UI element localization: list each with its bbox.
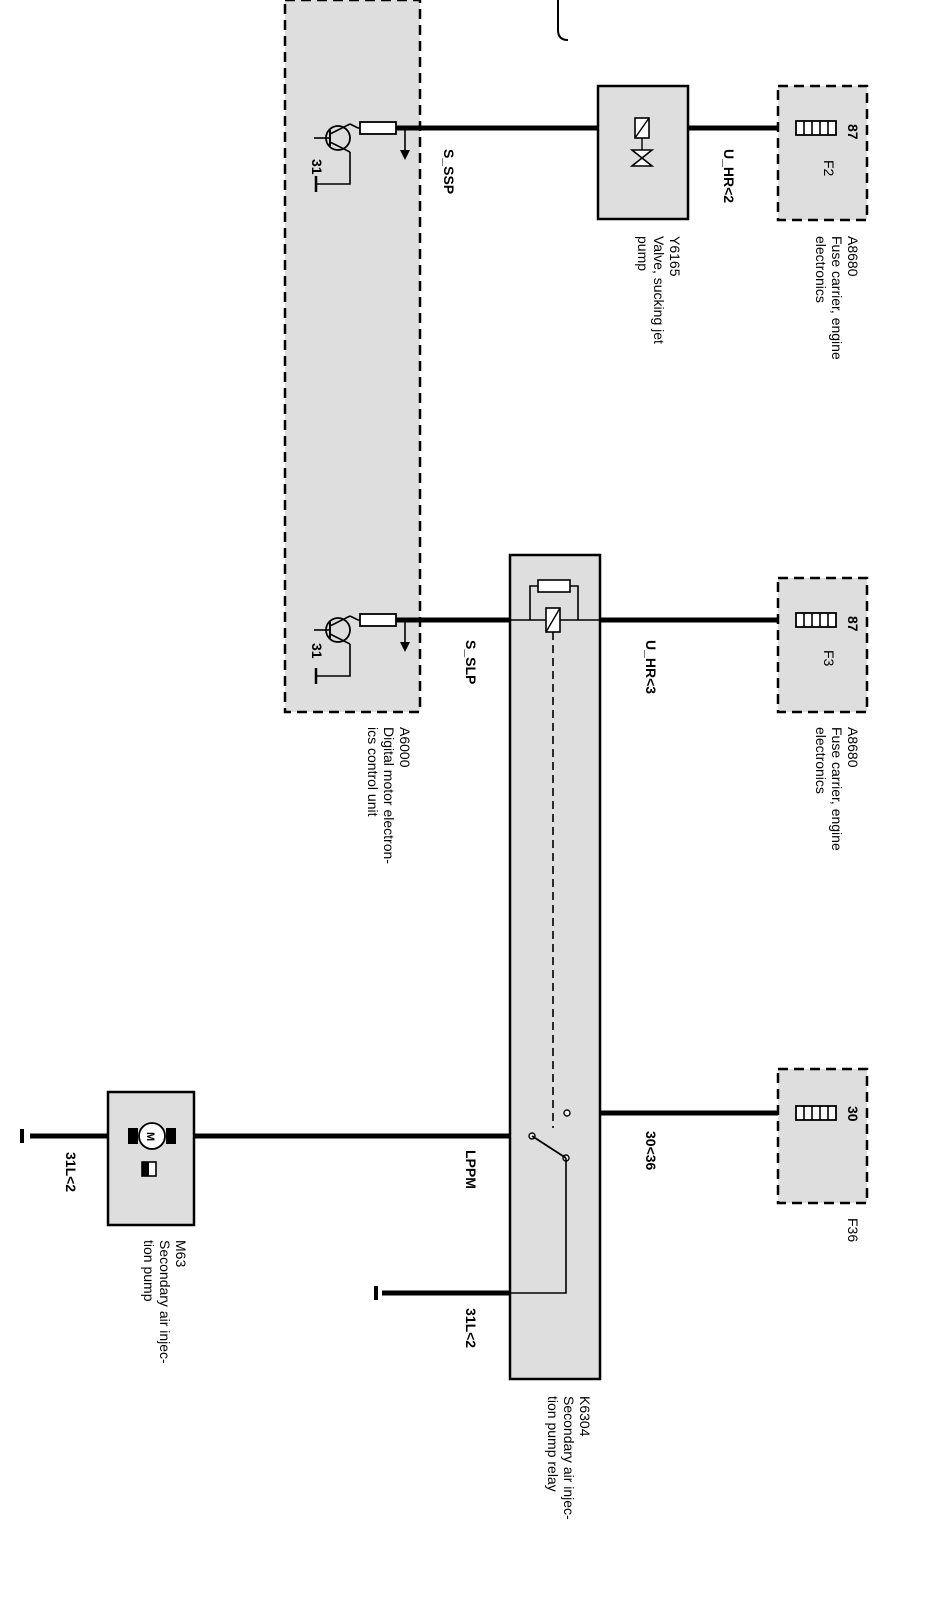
fuse-icon	[795, 612, 837, 628]
wire-fragment-top	[557, 0, 569, 41]
ground-label-relay: 31L<2	[463, 1308, 479, 1348]
caption-a8680-f2: A8680 Fuse carrier, engine electronics	[813, 236, 861, 360]
caption-m63: M63 Secondary air injec- tion pump	[141, 1240, 189, 1364]
arrow-down-icon	[400, 642, 410, 652]
f36-box	[776, 1067, 869, 1205]
fuse-pin-label: 87	[845, 124, 861, 140]
fuse-pin-label: 87	[845, 616, 861, 632]
caption-line: pump	[635, 236, 651, 271]
caption-line: ics control unit	[365, 727, 381, 817]
caption-line: tion pump	[141, 1240, 157, 1302]
fuse-name-label: F3	[821, 650, 837, 667]
ground-label-pump: 31L<2	[63, 1152, 79, 1192]
caption-a8680-f3: A8680 Fuse carrier, engine electronics	[813, 727, 861, 851]
valve-icon	[629, 117, 655, 167]
fuse-icon	[795, 1105, 837, 1121]
caption-line: Valve, sucking jet	[651, 236, 667, 344]
signal-label-u-hr2: U_HR<2	[721, 149, 737, 203]
caption-line: Digital motor electron-	[381, 727, 397, 864]
fuse-icon	[795, 120, 837, 136]
signal-label-s-slp: S_SLP	[463, 640, 479, 684]
caption-code: M63	[173, 1240, 189, 1267]
caption-code: K6304	[577, 1396, 593, 1437]
arrow-down-icon	[400, 150, 410, 160]
caption-a6000: A6000 Digital motor electron- ics contro…	[365, 727, 413, 864]
caption-line: Secondary air injec-	[561, 1396, 577, 1520]
caption-code: Y6165	[667, 236, 683, 277]
signal-label-s-ssp: S_SSP	[441, 149, 457, 194]
caption-line: Fuse carrier, engine	[829, 727, 845, 851]
motor-icon	[128, 1122, 176, 1177]
k6304-box	[508, 553, 602, 1381]
ecu-ground-label-1: 31	[309, 159, 325, 175]
fuse-pin-label: 30	[845, 1106, 861, 1122]
signal-label-30-36: 30<36	[643, 1131, 659, 1171]
resistor-icon	[359, 613, 397, 627]
caption-f36: F36	[845, 1218, 861, 1242]
ecu-ground-label-2: 31	[309, 643, 325, 659]
caption-k6304: K6304 Secondary air injec- tion pump rel…	[545, 1396, 593, 1520]
caption-line: electronics	[813, 236, 829, 303]
caption-code: A8680	[845, 236, 861, 277]
a8680-f3-box	[776, 576, 869, 714]
caption-y6165: Y6165 Valve, sucking jet pump	[635, 236, 683, 344]
caption-line: tion pump relay	[545, 1396, 561, 1492]
signal-label-u-hr3: U_HR<3	[643, 640, 659, 694]
resistor-icon	[359, 121, 397, 135]
signal-label-lppm: LPPM	[463, 1150, 479, 1189]
caption-line: Secondary air injec-	[157, 1240, 173, 1364]
a6000-box	[283, 0, 422, 714]
relay-coil-icon	[510, 579, 600, 633]
a8680-f2-box	[776, 84, 869, 222]
relay-switch-icon	[510, 1109, 571, 1294]
caption-code: F36	[845, 1218, 861, 1242]
caption-code: A6000	[397, 727, 413, 768]
caption-line: electronics	[813, 727, 829, 794]
motor-symbol-label: M	[144, 1132, 156, 1141]
caption-code: A8680	[845, 727, 861, 768]
fuse-name-label: F2	[821, 160, 837, 177]
m63-box	[106, 1090, 196, 1227]
caption-line: Fuse carrier, engine	[829, 236, 845, 360]
